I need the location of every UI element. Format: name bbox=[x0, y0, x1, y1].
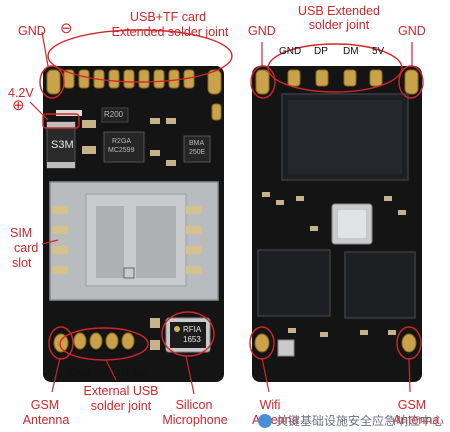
usb-tf-label-line2: Extended solder joint bbox=[111, 25, 229, 39]
sim-label-line3: slot bbox=[12, 256, 32, 270]
voltage-4v2-label: 4.2V bbox=[8, 86, 34, 100]
watermark-text: 关键基础设施安全应急响应中心 bbox=[275, 414, 444, 428]
sim-label-line2: card bbox=[14, 241, 39, 255]
usb-extended-line2: solder joint bbox=[308, 18, 370, 32]
right-pad-label-dm: DM bbox=[343, 46, 359, 57]
gsm-antenna-left-line2: Antenna bbox=[22, 413, 70, 427]
silicon-mic-line1: Silicon bbox=[175, 398, 213, 412]
memory-chip-left bbox=[257, 249, 331, 317]
left-pcb-board bbox=[43, 66, 224, 382]
right-pcb-board bbox=[252, 66, 422, 382]
right-bottom-pads bbox=[254, 333, 417, 353]
external-usb-line2: solder joint bbox=[90, 399, 152, 413]
left-pad-label-dm: DM bbox=[113, 368, 129, 379]
mic-rfia-text: RFIA bbox=[183, 325, 202, 334]
silicon-mic-line2: Microphone bbox=[162, 413, 228, 427]
watermark: 关键基础设施安全应急响应中心 bbox=[257, 414, 444, 428]
left-chip-s3m bbox=[46, 121, 76, 169]
chip-250e-text: 250E bbox=[189, 149, 206, 156]
chip-r2ga-text: R2GA bbox=[112, 138, 132, 145]
memory-chip-right bbox=[344, 251, 416, 319]
gnd-right-board-left-label: GND bbox=[248, 24, 276, 38]
sim-card-slot bbox=[49, 181, 219, 301]
plus-icon: ⊕ bbox=[12, 97, 25, 114]
right-pad-label-5v: 5V bbox=[372, 46, 385, 57]
crystal-oscillator bbox=[331, 203, 373, 245]
sim-label-line1: SIM bbox=[10, 226, 33, 240]
main-processor-chip bbox=[281, 93, 409, 181]
chip-r200-text: R200 bbox=[104, 110, 124, 119]
silicon-microphone bbox=[165, 317, 211, 353]
annotation-lines bbox=[29, 31, 413, 395]
wechat-logo-icon bbox=[257, 414, 272, 428]
left-pad-label-dp: DP bbox=[96, 368, 110, 379]
gsm-antenna-left-line1: GSM bbox=[30, 398, 60, 412]
gsm-antenna-right-line2: Antenna bbox=[392, 413, 440, 427]
right-pad-label-dp: DP bbox=[314, 46, 328, 57]
wifi-antenna-line1: Wifi bbox=[259, 398, 281, 412]
left-pad-label-gnd: GND bbox=[68, 368, 91, 379]
chip-bma-text: BMA bbox=[189, 140, 205, 147]
gnd-top-left-label: GND bbox=[18, 24, 46, 38]
chip-mc2599-text: MC2599 bbox=[108, 147, 135, 154]
left-pad-label-5v: 5V bbox=[134, 368, 147, 379]
gnd-right-board-right-label: GND bbox=[398, 24, 426, 38]
usb-extended-line1: USB Extended bbox=[298, 4, 380, 18]
right-pad-label-gnd: GND bbox=[279, 46, 302, 57]
gsm-antenna-right-line1: GSM bbox=[397, 398, 427, 412]
mic-1653-text: 1653 bbox=[183, 335, 201, 344]
external-usb-line1: External USB bbox=[83, 384, 159, 398]
minus-icon: ⊖ bbox=[60, 20, 73, 37]
right-top-gold-pads bbox=[255, 69, 419, 95]
chip-s3m-text: S3M bbox=[51, 139, 74, 151]
left-bottom-usb-pads bbox=[53, 332, 135, 353]
usb-tf-label-line1: USB+TF card bbox=[129, 10, 207, 24]
